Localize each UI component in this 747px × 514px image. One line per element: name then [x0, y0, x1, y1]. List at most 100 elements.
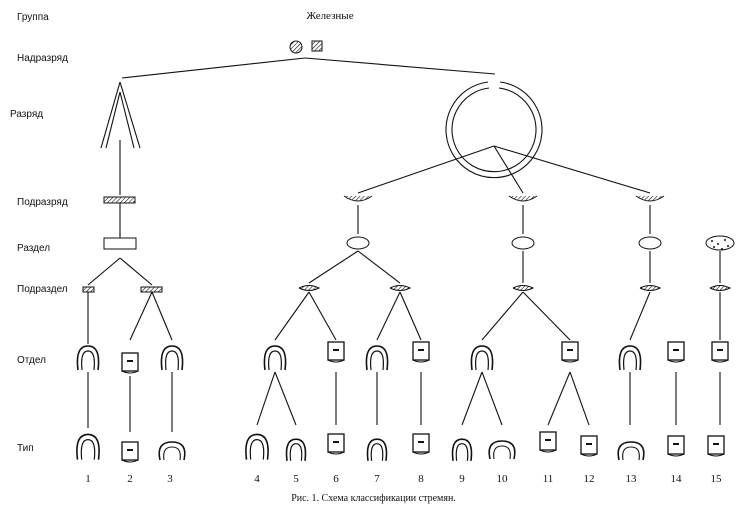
rank-arc-outer: [445, 81, 543, 179]
type-plate-8-base: [412, 451, 430, 455]
level-label-type: Тип: [17, 443, 34, 454]
type-flatloop-3: [158, 441, 186, 461]
type-number-7: 7: [374, 473, 380, 485]
type-plate-8-slot: [418, 441, 424, 443]
connector-line-8: [493, 145, 524, 194]
type-loop-5-inner: [289, 443, 303, 461]
dept-loop-2: [160, 345, 184, 371]
dotted-oval-dot-1: [711, 240, 713, 242]
type-plate-11-slot: [545, 439, 551, 441]
type-plate-6: [327, 433, 345, 453]
subrank-bar-left: [103, 196, 136, 204]
connector-line-19: [129, 291, 153, 341]
dept-plate-3-base: [561, 359, 579, 363]
dotted-oval-dot-4: [727, 245, 729, 247]
dept-loop-3-inner: [268, 350, 282, 371]
type-plate-12-base: [580, 453, 598, 457]
rank-v-inner: [105, 91, 135, 149]
type-flatloop-13-inner: [622, 446, 640, 461]
connector-line-26: [522, 291, 571, 341]
type-plate-8: [412, 433, 430, 453]
type-number-6: 6: [333, 473, 339, 485]
connector-line-32: [256, 371, 276, 426]
dept-plate-3-slot: [567, 349, 573, 351]
dept-loop-3: [263, 345, 287, 371]
dotted-oval-dot-5: [713, 246, 715, 248]
dept-plate-2-base: [412, 359, 430, 363]
subsection-mark-5: [512, 285, 535, 291]
type-number-2: 2: [127, 473, 133, 485]
type-number-15: 15: [710, 473, 722, 485]
section-oval-3: [638, 236, 662, 250]
type-loop-9-inner: [455, 443, 469, 461]
connector-line-7: [357, 145, 495, 194]
dept-plate-3: [561, 341, 579, 361]
section-oval-2: [511, 236, 535, 250]
connector-line-40: [569, 371, 590, 426]
connector-line-39: [547, 371, 571, 426]
type-plate-11-base: [539, 449, 557, 453]
figure-caption: Рис. 1. Схема классификации стремян.: [291, 493, 456, 504]
dept-plate-small-slot: [127, 360, 133, 362]
connector-line-24: [399, 291, 422, 341]
type-loop-4-inner: [249, 439, 265, 460]
type-loop-4: [245, 433, 269, 460]
type-loop-7-inner: [370, 443, 384, 461]
type-plate-2: [121, 441, 139, 461]
dept-loop-2-inner: [165, 350, 179, 371]
section-box-left: [103, 237, 137, 250]
type-number-14: 14: [670, 473, 682, 485]
dept-plate-small-base: [121, 370, 139, 374]
connector-line-6: [119, 257, 153, 286]
type-number-8: 8: [418, 473, 424, 485]
connector-line-20: [151, 291, 173, 341]
type-number-5: 5: [293, 473, 299, 485]
level-label-section: Раздел: [17, 243, 51, 254]
subsection-mark-6: [639, 285, 662, 291]
type-loop-1-inner: [80, 439, 96, 460]
type-number-3: 3: [167, 473, 173, 485]
level-label-subsection: Подраздел: [17, 284, 68, 295]
dept-loop-6: [618, 345, 642, 371]
connector-line-14: [357, 250, 401, 284]
dept-plate-4-base: [667, 359, 685, 363]
type-plate-14-slot: [673, 443, 679, 445]
type-number-11: 11: [542, 473, 554, 485]
dotted-oval-dot-3: [724, 239, 726, 241]
level-label-group: Группа: [17, 12, 49, 23]
hatched-circle-icon: [289, 40, 303, 54]
type-loop-7: [366, 438, 388, 461]
type-number-13: 13: [625, 473, 637, 485]
rank-v-outer: [100, 81, 141, 149]
subrank-arc-3: [635, 195, 665, 202]
section-oval-1: [346, 236, 370, 250]
dept-plate-2: [412, 341, 430, 361]
type-flatloop-13: [617, 441, 645, 461]
type-plate-14-base: [667, 453, 685, 457]
connector-line-5: [87, 257, 121, 286]
top-node-label: Железные: [306, 10, 354, 22]
type-plate-15-base: [707, 453, 725, 457]
level-label-department: Отдел: [17, 355, 46, 366]
type-plate-12: [580, 435, 598, 455]
dept-plate-small: [121, 352, 139, 372]
type-flatloop-10-inner: [493, 445, 511, 460]
type-plate-15-slot: [713, 443, 719, 445]
level-label-rank: Разряд: [10, 109, 44, 120]
dept-plate-1: [327, 341, 345, 361]
hatched-square-icon: [311, 40, 323, 52]
dept-plate-4-slot: [673, 349, 679, 351]
dept-plate-2-slot: [418, 349, 424, 351]
dept-plate-4: [667, 341, 685, 361]
type-plate-14: [667, 435, 685, 455]
connector-line-38: [481, 371, 503, 426]
level-label-superrank: Надразряд: [17, 53, 68, 64]
dept-plate-5: [711, 341, 729, 361]
type-plate-6-slot: [333, 441, 339, 443]
subrank-arc-1: [343, 195, 373, 202]
connector-line-13: [308, 250, 359, 284]
dept-loop-4-inner: [370, 350, 384, 371]
dept-loop-1-inner: [81, 350, 95, 371]
